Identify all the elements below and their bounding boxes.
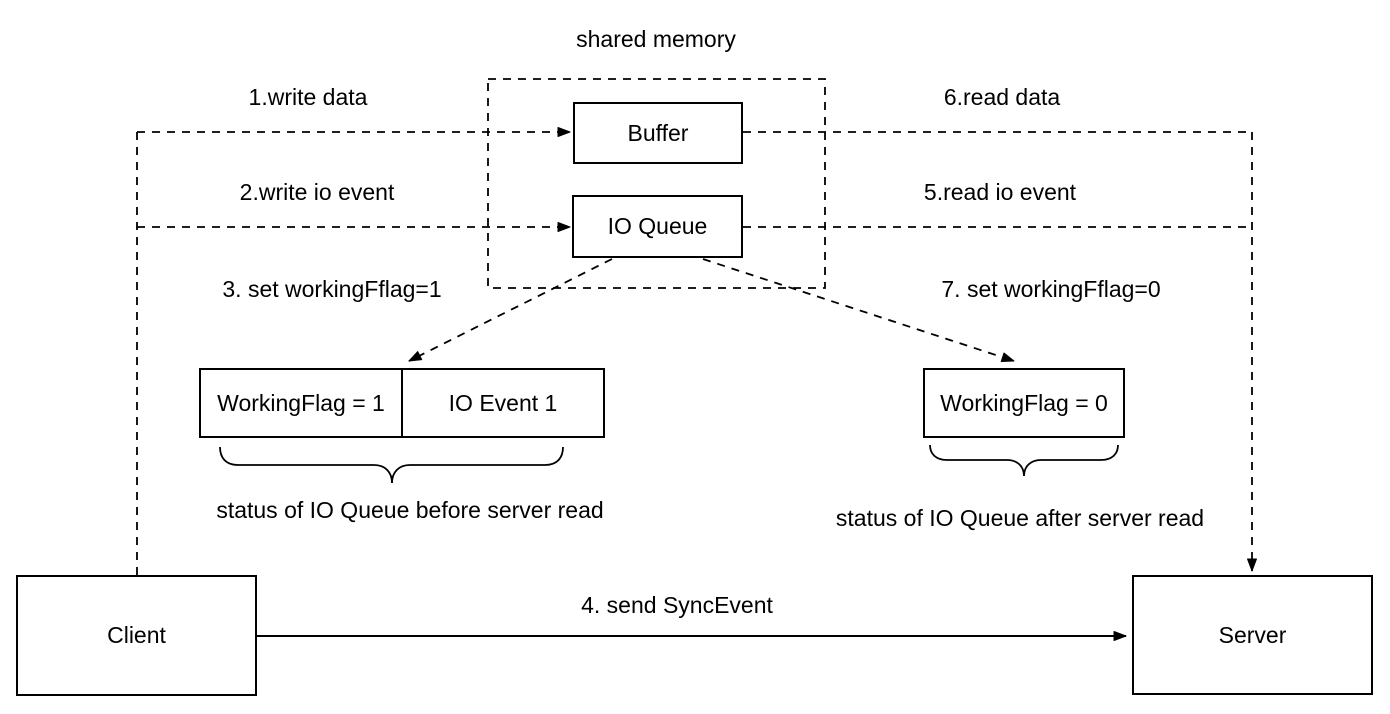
- edge-label-read-data: 6.read data: [943, 84, 1061, 110]
- brace-after-icon: [929, 444, 1119, 477]
- client-node: Client: [16, 575, 257, 696]
- shared-memory-title: shared memory: [576, 26, 736, 52]
- status-after-box: WorkingFlag = 0: [923, 368, 1125, 438]
- edge-label-set-workingflag-0: 7. set workingFflag=0: [941, 276, 1161, 302]
- io-queue-node: IO Queue: [572, 195, 743, 258]
- edge-set-workingflag-1-line: [408, 258, 613, 362]
- io-queue-node-label: IO Queue: [607, 213, 708, 239]
- working-flag-1-cell: WorkingFlag = 1: [201, 370, 401, 436]
- working-flag-0-cell: WorkingFlag = 0: [925, 370, 1123, 436]
- buffer-node-label: Buffer: [627, 119, 689, 146]
- edge-label-send-syncevent: 4. send SyncEvent: [581, 592, 773, 618]
- edge-label-read-io-event: 5.read io event: [923, 179, 1077, 205]
- server-node: Server: [1132, 575, 1373, 695]
- edge-set-workingflag-0-line: [702, 258, 1015, 363]
- status-after-caption: status of IO Queue after server read: [835, 505, 1205, 531]
- working-flag-0-label: WorkingFlag = 0: [940, 389, 1108, 416]
- io-event-1-label: IO Event 1: [448, 389, 558, 416]
- buffer-node: Buffer: [573, 102, 743, 164]
- edge-label-write-io-event: 2.write io event: [239, 179, 395, 205]
- shared-memory-dashed-box: [487, 78, 826, 289]
- server-node-label: Server: [1218, 621, 1287, 648]
- brace-before-icon: [219, 446, 564, 484]
- status-before-caption: status of IO Queue before server read: [216, 497, 604, 523]
- client-node-label: Client: [107, 622, 166, 648]
- edge-label-set-workingflag-1: 3. set workingFflag=1: [222, 276, 442, 302]
- edge-label-write-data: 1.write data: [248, 84, 368, 110]
- working-flag-1-label: WorkingFlag = 1: [217, 389, 385, 416]
- status-before-box: WorkingFlag = 1 IO Event 1: [199, 368, 605, 438]
- io-event-1-cell: IO Event 1: [401, 370, 603, 436]
